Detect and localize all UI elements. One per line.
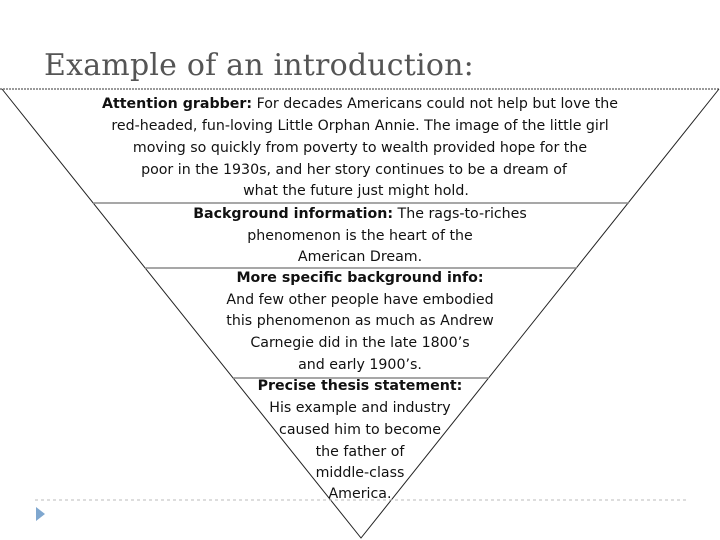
section-line: red-headed, fun-loving Little Orphan Ann… (111, 118, 609, 134)
section-line: His example and industry (269, 400, 451, 416)
section-line: and early 1900’s. (298, 357, 422, 373)
section-line: Background information: The rags-to-rich… (193, 206, 527, 222)
section-line: phenomenon is the heart of the (247, 228, 473, 244)
funnel-outline (1, 88, 720, 539)
bullet-triangle-icon (36, 507, 45, 521)
section-line: middle-class (315, 465, 405, 481)
section-line: caused him to become (279, 422, 441, 438)
section-line: moving so quickly from poverty to wealth… (132, 140, 588, 156)
section-line: Carnegie did in the late 1800’s (250, 335, 470, 351)
section-label: Attention grabber: (102, 96, 253, 112)
section-line: America. (328, 486, 392, 502)
section-line: And few other people have embodied (226, 292, 494, 308)
section-line: poor in the 1930s, and her story continu… (141, 162, 567, 178)
section-line: the father of (315, 444, 405, 460)
slide-title: Example of an introduction: (44, 48, 474, 83)
section-line: this phenomenon as much as Andrew (226, 313, 494, 329)
section-label: Precise thesis statement: (257, 378, 463, 394)
section-line: what the future just might hold. (243, 183, 469, 199)
section-line: Attention grabber: For decades Americans… (102, 96, 618, 112)
section-label: Background information: (193, 206, 394, 222)
section-line: American Dream. (297, 249, 423, 265)
section-label: More specific background info: (236, 270, 484, 286)
